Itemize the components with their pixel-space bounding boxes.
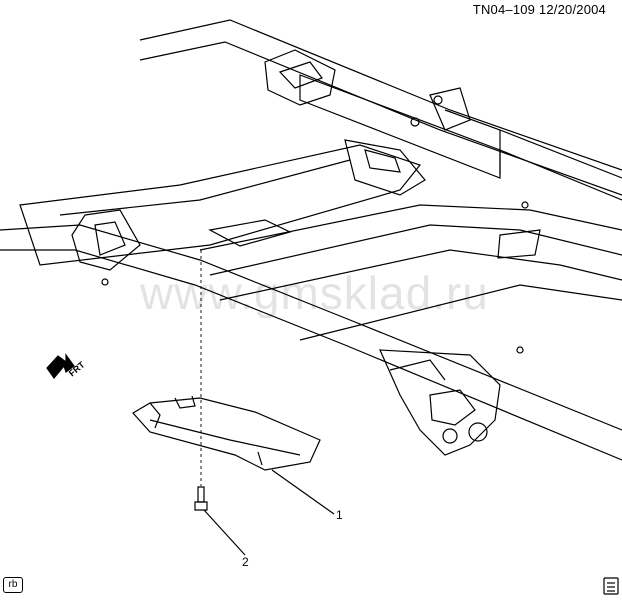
skid-plate	[132, 395, 321, 471]
diagram-date: 12/20/2004	[538, 2, 606, 17]
callout-2: 2	[242, 555, 249, 569]
diagram-ref: TN04–109	[472, 2, 536, 17]
frame-rail-left	[0, 209, 622, 461]
crossmember	[19, 139, 426, 266]
leader-line-1	[271, 469, 335, 515]
diagram-header: TN04–109 12/20/2004	[473, 2, 606, 17]
watermark: www.gmsklad.ru	[140, 267, 489, 319]
frame-rail-upper	[139, 19, 622, 201]
corner-tag: rb	[3, 577, 23, 593]
document-icon	[603, 577, 619, 595]
leader-line-2	[203, 509, 246, 556]
frame-rail-lower	[199, 201, 622, 354]
control-arm	[379, 349, 501, 456]
bolt	[194, 486, 208, 511]
callout-1: 1	[336, 508, 343, 522]
front-arrow-icon	[46, 353, 75, 379]
